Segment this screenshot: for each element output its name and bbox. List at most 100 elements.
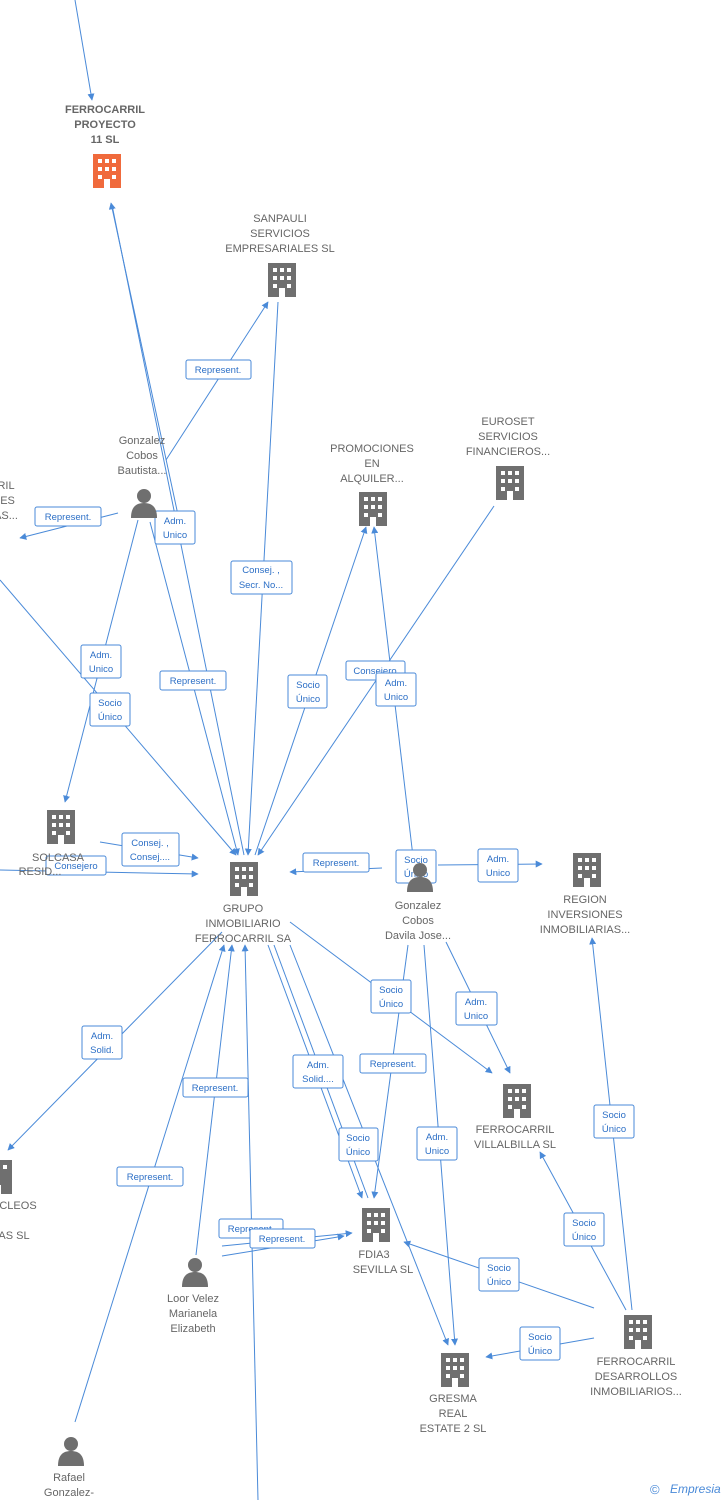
svg-text:VILLALBILLA SL: VILLALBILLA SL [474, 1139, 556, 1151]
svg-text:SERVICIOS: SERVICIOS [478, 431, 538, 443]
svg-text:Único: Único [346, 1147, 370, 1158]
edge-label[interactable]: Represent. [116, 1166, 184, 1187]
svg-text:RESID...: RESID... [19, 866, 62, 878]
brand-logo: Empresia [670, 1482, 721, 1496]
edge-loor-grupo [195, 944, 235, 1256]
node-left-partial[interactable]: RIL IES AS... [0, 480, 18, 522]
svg-text:FERROCARRIL: FERROCARRIL [476, 1124, 555, 1136]
svg-text:Represent.: Represent. [192, 1083, 238, 1094]
node-gonzalez-davila[interactable]: Gonzalez Cobos Davila Jose... [385, 863, 451, 942]
svg-text:GRUPO: GRUPO [223, 903, 264, 915]
building-icon [362, 1208, 390, 1242]
svg-text:Socio: Socio [98, 698, 122, 709]
svg-text:11 SL: 11 SL [91, 134, 120, 146]
node-solcasa[interactable]: SOLCASA RESID... [19, 810, 85, 878]
node-sanpauli[interactable]: SANPAULI SERVICIOS EMPRESARIALES SL [225, 213, 335, 297]
svg-text:Represent.: Represent. [195, 365, 241, 376]
edge-label[interactable]: Adm.Unico [80, 644, 122, 679]
svg-text:DESARROLLOS: DESARROLLOS [595, 1371, 678, 1383]
svg-text:Solid....: Solid.... [302, 1074, 334, 1085]
svg-text:Elizabeth: Elizabeth [170, 1323, 215, 1335]
node-promociones[interactable]: PROMOCIONES EN ALQUILER... [330, 443, 414, 526]
edge-label[interactable]: Consej. , Secr. No... [230, 560, 293, 595]
svg-text:Único: Único [572, 1232, 596, 1243]
svg-text:AS SL: AS SL [0, 1230, 30, 1242]
svg-text:Socio: Socio [528, 1332, 552, 1343]
svg-text:Represent.: Represent. [370, 1059, 416, 1070]
svg-text:Adm.: Adm. [465, 997, 487, 1008]
svg-text:FINANCIEROS...: FINANCIEROS... [466, 446, 550, 458]
svg-text:Único: Único [98, 712, 122, 723]
building-icon [359, 492, 387, 526]
person-icon [407, 863, 433, 892]
svg-text:Consej. ,: Consej. , [242, 565, 280, 576]
node-desarrollos[interactable]: FERROCARRIL DESARROLLOS INMOBILIARIOS... [590, 1315, 682, 1398]
node-gresma[interactable]: GRESMA REAL ESTATE 2 SL [420, 1353, 487, 1435]
svg-text:Consejero: Consejero [54, 861, 97, 872]
edge-label[interactable]: Adm.Unico [375, 672, 417, 707]
svg-text:SERVICIOS: SERVICIOS [250, 228, 310, 240]
edge-label[interactable]: Consejero [45, 855, 107, 876]
svg-text:AS...: AS... [0, 510, 18, 522]
svg-text:Bautista...: Bautista... [118, 465, 167, 477]
edge-label[interactable]: Represent. [182, 1077, 249, 1098]
edge-label[interactable]: Represent. [359, 1053, 427, 1074]
edge-label[interactable]: Represent. [249, 1228, 316, 1249]
edge-label[interactable]: Represent. [159, 670, 227, 691]
node-euroset[interactable]: EUROSET SERVICIOS FINANCIEROS... [466, 416, 550, 500]
watermark: © Empresia [650, 1482, 721, 1497]
node-grupo[interactable]: GRUPO INMOBILIARIO FERROCARRIL SA [195, 862, 292, 945]
edge-top-to-proyecto [74, 0, 95, 101]
svg-text:Socio: Socio [404, 855, 428, 866]
edge-label[interactable]: Adm.Unico [416, 1126, 458, 1161]
svg-text:Represent.: Represent. [259, 1234, 305, 1245]
building-icon [503, 1084, 531, 1118]
building-icon [47, 810, 75, 844]
svg-text:FERROCARRIL: FERROCARRIL [597, 1356, 676, 1368]
svg-text:Socio: Socio [296, 680, 320, 691]
svg-text:PROYECTO: PROYECTO [74, 119, 136, 131]
edge-labels: Represent. Represent. Adm. Unico Consej. … [34, 359, 635, 1361]
node-nucleos[interactable]: CLEOS AS SL [0, 1160, 37, 1242]
edge-label[interactable]: Represent. [302, 852, 370, 873]
node-ferrocarril-proyecto[interactable]: FERROCARRIL PROYECTO 11 SL [65, 104, 145, 188]
node-fdia3[interactable]: FDIA3 SEVILLA SL [353, 1208, 414, 1276]
edge-label[interactable]: Adm.Unico [154, 510, 196, 545]
edge-label[interactable]: Adm.Unico [477, 848, 519, 883]
svg-text:Consej....: Consej.... [130, 852, 170, 863]
edge-label[interactable]: Represent. [185, 359, 252, 380]
svg-text:Secr. No...: Secr. No... [239, 580, 283, 591]
svg-text:Único: Único [602, 1124, 626, 1135]
svg-text:Davila Jose...: Davila Jose... [385, 930, 451, 942]
edges [0, 0, 633, 1500]
svg-text:INVERSIONES: INVERSIONES [547, 909, 622, 921]
edge-label[interactable]: Adm. Solid.... [292, 1054, 344, 1089]
svg-text:FDIA3: FDIA3 [358, 1249, 389, 1261]
edge-label[interactable]: Consej. ,Consej.... [121, 832, 180, 867]
svg-text:INMOBILIARIAS...: INMOBILIARIAS... [540, 924, 630, 936]
node-villalbilla[interactable]: FERROCARRIL VILLALBILLA SL [474, 1084, 556, 1151]
svg-text:Rafael: Rafael [53, 1472, 85, 1484]
svg-text:Adm.: Adm. [90, 650, 112, 661]
svg-text:Unico: Unico [384, 692, 408, 703]
svg-text:Único: Único [487, 1277, 511, 1288]
svg-text:IES: IES [0, 495, 15, 507]
edge-label[interactable]: Adm.Solid. [81, 1025, 123, 1060]
node-rafael[interactable]: Rafael Gonzalez- [44, 1437, 94, 1499]
node-loor[interactable]: Loor Velez Marianela Elizabeth [167, 1258, 219, 1335]
svg-text:INMOBILIARIOS...: INMOBILIARIOS... [590, 1386, 682, 1398]
node-gonzalez-bautista[interactable]: Gonzalez Cobos Bautista... [118, 435, 167, 518]
svg-text:Unico: Unico [464, 1011, 488, 1022]
edge-label[interactable]: Adm. Unico [455, 991, 498, 1026]
svg-text:Adm.: Adm. [307, 1060, 329, 1071]
edge-label[interactable]: Represent. [34, 506, 102, 527]
node-region[interactable]: REGION INVERSIONES INMOBILIARIAS... [540, 853, 630, 936]
